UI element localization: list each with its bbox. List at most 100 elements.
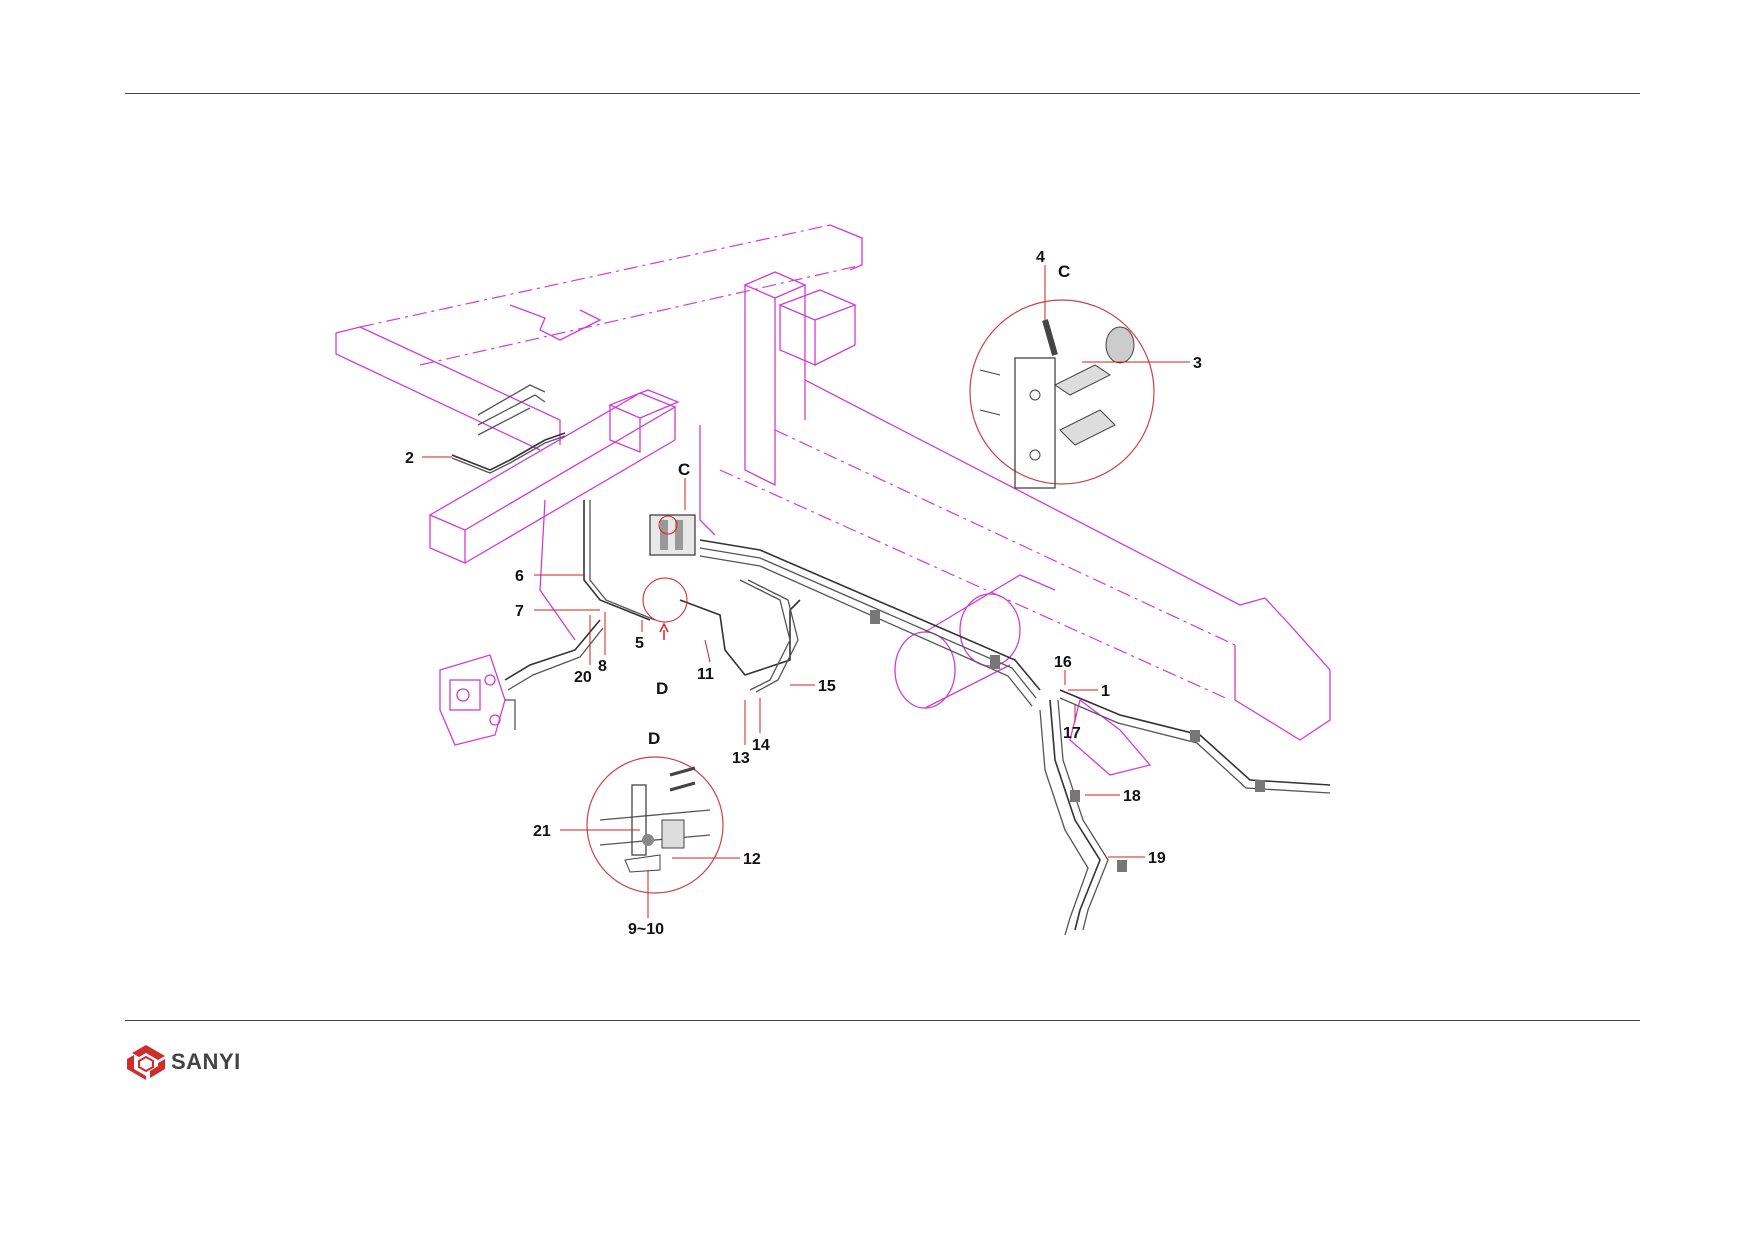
chassis-frame — [335, 224, 1331, 776]
gear-box-face — [449, 679, 481, 711]
callout-16: 16 — [1054, 654, 1072, 671]
callout-17: 17 — [1063, 725, 1081, 742]
detail-d-bolts — [669, 766, 696, 792]
gear-box-bolt — [484, 674, 496, 686]
side-rail-end — [1234, 597, 1331, 741]
callout-20: 20 — [574, 669, 592, 686]
leader-11 — [704, 639, 711, 663]
frame-lower-mid — [699, 425, 716, 536]
detail-c-fitting-1 — [1054, 364, 1111, 396]
detail-d-title: D — [648, 729, 660, 748]
bottom-border-line — [125, 1020, 1640, 1021]
frame-post-front — [744, 285, 776, 487]
valve-spool-1 — [660, 520, 668, 550]
clamp-5 — [1190, 730, 1200, 742]
pipe-long-2 — [699, 547, 1037, 699]
frame-block-2-back — [814, 305, 856, 366]
pipe-6-b — [589, 500, 656, 621]
pipe-20-c — [505, 699, 516, 730]
steering-gear-box — [439, 654, 506, 746]
view-d-marker-circle — [642, 577, 688, 623]
pipe-upper-3 — [477, 407, 531, 436]
callout-5: 5 — [635, 635, 644, 652]
frame-brace — [509, 304, 602, 341]
pipe-upper-2 — [477, 394, 546, 426]
pipe-11 — [679, 599, 801, 676]
callout-12: 12 — [743, 851, 761, 868]
pipe-network — [451, 384, 1331, 936]
detail-d-bracket — [631, 784, 647, 856]
pipe-19-b — [1057, 699, 1109, 931]
callout-14: 14 — [752, 737, 770, 754]
pipe-2-b — [451, 435, 566, 474]
axle-tube-top — [924, 574, 1056, 633]
callout-19: 19 — [1148, 850, 1166, 867]
pipe-2 — [451, 432, 566, 471]
pipe-20-b — [507, 627, 604, 691]
detail-c-frame — [979, 369, 1001, 416]
pipe-6 — [583, 500, 651, 621]
detail-d-pipes — [599, 809, 711, 846]
detail-c-hose — [1042, 319, 1058, 356]
brand-logo: SANYI — [125, 1043, 241, 1081]
pipe-20 — [504, 619, 601, 681]
side-rail-middle — [774, 429, 1236, 646]
detail-d-clip — [624, 854, 661, 873]
detail-c-title: C — [1058, 262, 1070, 281]
frame-top-rail — [359, 224, 831, 328]
frame-left-arm-side — [335, 333, 541, 451]
detail-c-hole-2 — [1029, 449, 1041, 461]
pipe-18 — [1039, 709, 1089, 936]
frame-top-rail-end — [829, 224, 863, 271]
frame-block-1-side — [609, 405, 641, 453]
callout-8: 8 — [598, 658, 607, 675]
gear-box-port — [456, 688, 470, 702]
callout-labels: 2 3 4 C C 6 7 5 8 20 D 11 15 13 14 16 1 … — [405, 249, 1202, 938]
callout-1: 1 — [1101, 683, 1110, 700]
detail-c-connector — [1105, 326, 1135, 364]
pipe-long-3 — [699, 555, 1033, 707]
callout-15: 15 — [818, 678, 836, 695]
frame-left-arm — [335, 326, 561, 445]
brand-name: SANYI — [171, 1049, 241, 1074]
view-d-arrow — [659, 622, 669, 640]
axle-tube-end — [894, 631, 956, 709]
sanyi-logo-icon — [127, 1045, 165, 1080]
view-c-marker-circle — [658, 515, 678, 535]
pipe-19 — [1049, 699, 1101, 931]
callout-11: 11 — [697, 666, 714, 683]
callout-2: 2 — [405, 450, 414, 467]
side-rail-bottom — [719, 469, 1231, 701]
detail-d-circle — [586, 756, 724, 894]
gear-box-bolt-2 — [489, 714, 501, 726]
detail-c-fitting-2 — [1059, 409, 1116, 446]
callout-13: 13 — [732, 750, 750, 767]
axle-tube-bottom — [924, 664, 1011, 709]
pipe-1-right-b — [1059, 697, 1331, 794]
callout-9-10: 9~10 — [628, 921, 664, 938]
pipe-15-b — [747, 579, 799, 693]
valve-block — [649, 514, 696, 556]
callout-6: 6 — [515, 568, 524, 585]
clamp-1 — [870, 610, 880, 624]
view-c-label: C — [678, 460, 690, 479]
pipe-upper-1 — [477, 384, 546, 416]
frame-lower-left — [539, 499, 576, 641]
detail-d-block — [661, 819, 685, 849]
frame-block-2 — [778, 289, 857, 321]
detail-d-nut — [642, 834, 654, 846]
mount-plate — [1069, 698, 1152, 776]
detail-c-hole-1 — [1029, 389, 1041, 401]
detail-c-bracket — [1014, 357, 1056, 489]
pipe-15 — [739, 579, 791, 691]
frame-top-rail-lower — [419, 264, 863, 366]
frame-block-2-side — [779, 305, 816, 366]
detail-view-d — [586, 756, 724, 894]
callout-4: 4 — [1036, 249, 1045, 266]
frame-block-1 — [608, 389, 680, 419]
clamp-6 — [1255, 780, 1265, 792]
detail-view-c — [969, 299, 1155, 489]
detail-c-circle — [969, 299, 1155, 485]
front-beam-face — [429, 515, 466, 564]
